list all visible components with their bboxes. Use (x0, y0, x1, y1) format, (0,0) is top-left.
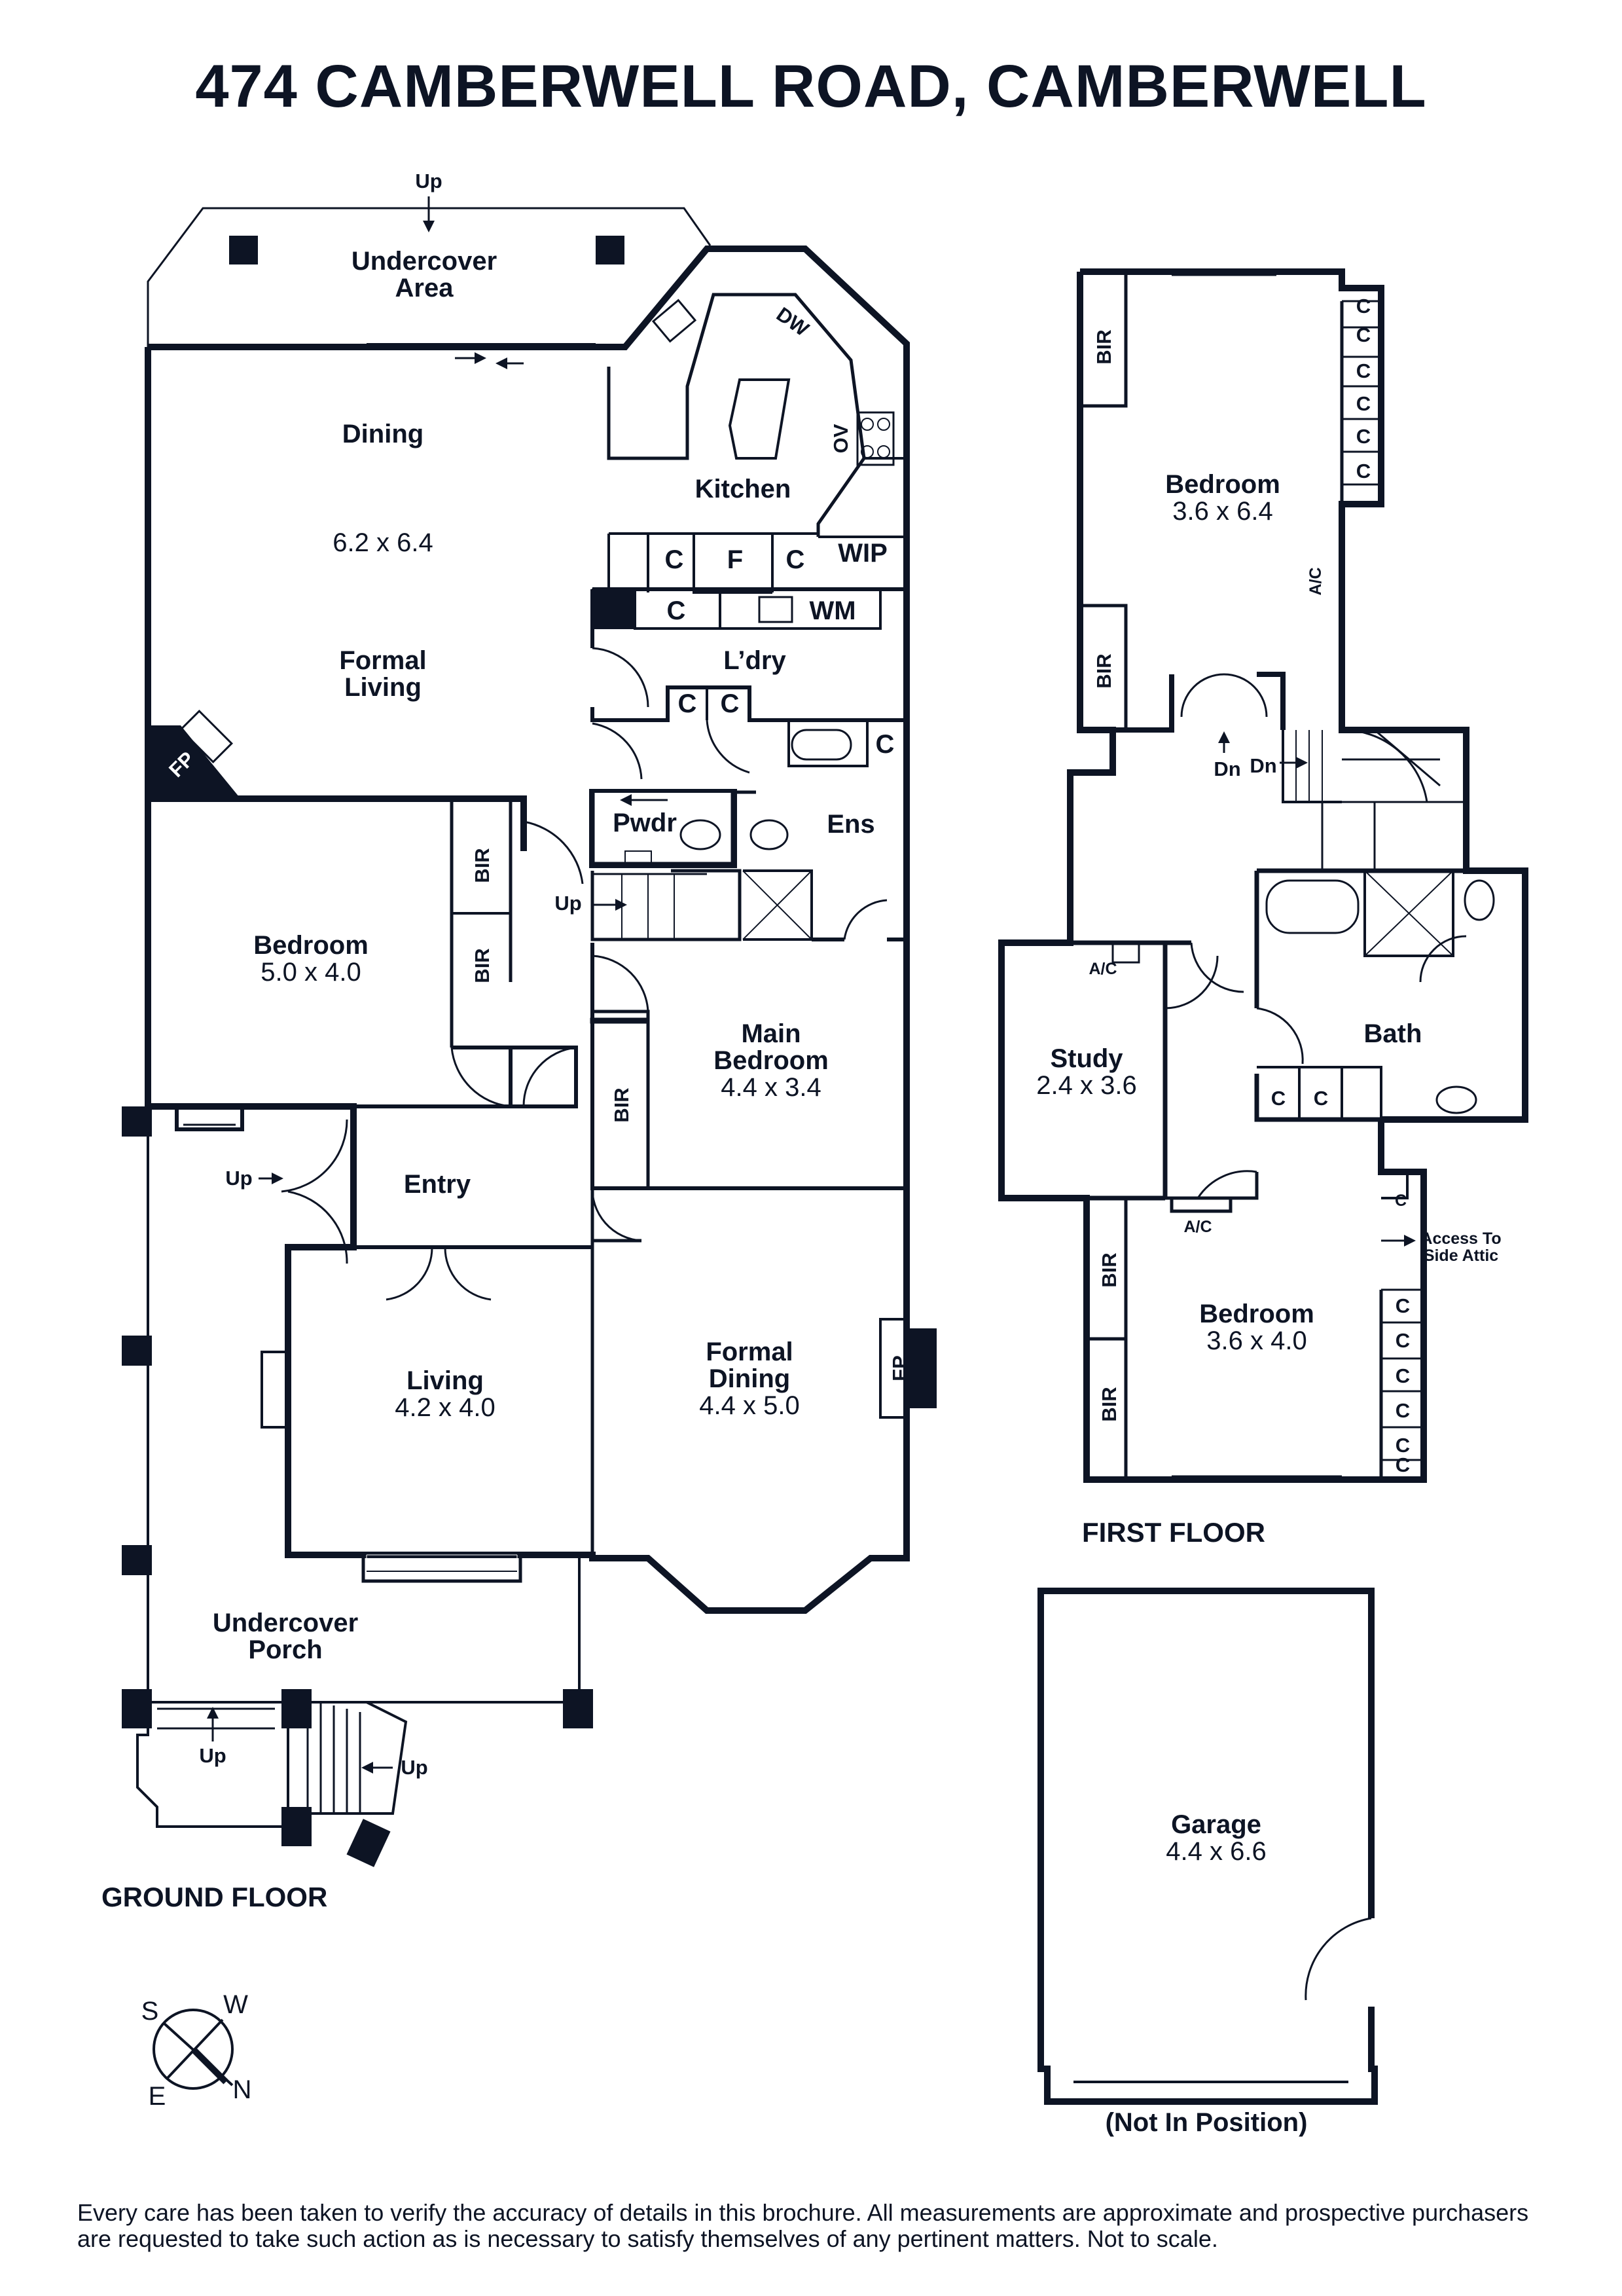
first-floor-label: FIRST FLOOR (1082, 1517, 1265, 1548)
arrows (207, 196, 1416, 1774)
cupboard-b1-1: C (1356, 295, 1371, 318)
ac-label-bedroom1: A/C (1307, 567, 1325, 595)
garage-note: (Not In Position) (1106, 2108, 1308, 2137)
up-label-porch-2: Up (401, 1756, 427, 1779)
wm-label: WM (809, 596, 856, 625)
ens-cupboard: C (876, 730, 895, 759)
bir-label-main-bedroom: BIR (610, 1087, 633, 1122)
bedroom-dims: 5.0 x 4.0 (261, 958, 361, 987)
garage-label: Garage (1171, 1810, 1261, 1839)
formal-dining-label-2: Dining (709, 1364, 790, 1393)
ground-floor (122, 207, 937, 1867)
pwdr-label: Pwdr (613, 809, 677, 837)
fridge-label: F (727, 545, 743, 574)
bedroom1-dims: 3.6 x 6.4 (1172, 497, 1272, 526)
cupboard-b2-2: C (1396, 1329, 1410, 1352)
bir-label-first-3: BIR (1098, 1252, 1121, 1287)
formal-living-label-2: Living (344, 673, 422, 702)
pantry-cupboard-2: C (786, 545, 805, 574)
formal-dining-label-1: Formal (706, 1338, 793, 1366)
up-label-porch-1: Up (199, 1744, 226, 1767)
access-attic-label-1: Access To (1420, 1230, 1501, 1248)
wip-label: WIP (838, 539, 888, 568)
laundry-cupboard-3: C (721, 689, 740, 718)
undercover-area-label-2: Area (395, 274, 454, 302)
up-label-entry: Up (225, 1167, 252, 1190)
cupboard-bath-2: C (1314, 1087, 1328, 1110)
cupboard-b2-4: C (1396, 1399, 1410, 1422)
cupboard-bath-1: C (1271, 1087, 1286, 1110)
bir-label-first-2: BIR (1092, 653, 1115, 688)
undercover-porch-label-1: Undercover (213, 1609, 358, 1637)
formal-dining-dims: 4.4 x 5.0 (699, 1391, 799, 1420)
cupboard-b2-6: C (1396, 1453, 1410, 1476)
cupboard-b1-3: C (1356, 359, 1371, 382)
dining-dims: 6.2 x 6.4 (333, 528, 433, 557)
cupboard-b2-5: C (1396, 1434, 1410, 1457)
main-bedroom-label-2: Bedroom (713, 1046, 829, 1075)
study-label: Study (1050, 1044, 1123, 1073)
compass-w: W (223, 1990, 248, 2019)
main-bedroom-dims: 4.4 x 3.4 (721, 1073, 821, 1102)
bedroom-label: Bedroom (253, 931, 369, 960)
undercover-porch-label-2: Porch (248, 1635, 322, 1664)
dn-label-2: Dn (1250, 754, 1276, 777)
cupboard-b1-2: C (1356, 323, 1371, 346)
ov-label: OV (829, 424, 852, 453)
bedroom1-label: Bedroom (1165, 470, 1280, 499)
bir-label-first-4: BIR (1098, 1387, 1121, 1421)
laundry-label: L’dry (723, 646, 786, 675)
laundry-cupboard: C (667, 596, 686, 625)
cupboard-b1-6: C (1356, 460, 1371, 483)
floor-labels: GROUND FLOOR FIRST FLOOR Garage 4.4 x 6.… (101, 1517, 1307, 2137)
formal-living-label-1: Formal (339, 646, 426, 675)
up-label-stairs: Up (554, 892, 581, 915)
compass-n: N (233, 2075, 252, 2104)
dining-label: Dining (342, 420, 424, 448)
ac-label-bedroom2: A/C (1183, 1218, 1212, 1236)
bir-label-bedroom-1: BIR (471, 848, 494, 883)
bir-label-first-1: BIR (1092, 329, 1115, 364)
bedroom2-label: Bedroom (1199, 1300, 1314, 1328)
dn-label-1: Dn (1214, 757, 1240, 780)
up-label-area: Up (415, 170, 442, 192)
rotated-labels: BIR BIR BIR FP FP DW OV BIR BIR A/C BIR … (164, 302, 1325, 1421)
bath-label: Bath (1364, 1019, 1422, 1048)
garage-plan (1037, 1588, 1378, 2105)
living-label: Living (406, 1366, 484, 1395)
ac-label-study: A/C (1089, 960, 1117, 978)
fp-label-formal-dining: FP (888, 1355, 911, 1381)
pantry-cupboard-1: C (665, 545, 684, 574)
living-dims: 4.2 x 4.0 (395, 1393, 495, 1422)
undercover-area-label-1: Undercover (351, 247, 497, 276)
laundry-cupboard-2: C (678, 689, 697, 718)
cupboard-b2-3: C (1396, 1364, 1410, 1387)
entry-label: Entry (404, 1170, 471, 1199)
compass-e: E (149, 2082, 166, 2111)
first-labels: Bedroom 3.6 x 6.4 C C C C C C Dn Dn A/C … (1036, 295, 1501, 1476)
garage-dims: 4.4 x 6.6 (1166, 1837, 1266, 1866)
cupboard-b2-1: C (1396, 1294, 1410, 1317)
main-bedroom-label-1: Main (741, 1019, 801, 1048)
bedroom2-dims: 3.6 x 4.0 (1206, 1326, 1307, 1355)
compass-s: S (141, 1997, 159, 2026)
ground-floor-label: GROUND FLOOR (101, 1882, 327, 1912)
cupboard-attic: C (1395, 1192, 1407, 1210)
first-floor (998, 268, 1528, 1483)
kitchen-label: Kitchen (695, 475, 791, 503)
ens-label: Ens (827, 810, 874, 839)
cupboard-b1-4: C (1356, 392, 1371, 415)
disclaimer: Every care has been taken to verify the … (77, 2199, 1529, 2252)
ground-labels: Undercover Area Dining 6.2 x 6.4 Formal … (199, 170, 894, 1779)
access-attic-label-2: Side Attic (1424, 1247, 1498, 1265)
page-title: 474 CAMBERWELL ROAD, CAMBERWELL (195, 53, 1427, 120)
study-dims: 2.4 x 3.6 (1036, 1071, 1136, 1100)
cupboard-b1-5: C (1356, 425, 1371, 448)
bir-label-bedroom-2: BIR (471, 948, 494, 983)
compass (153, 2009, 234, 2090)
